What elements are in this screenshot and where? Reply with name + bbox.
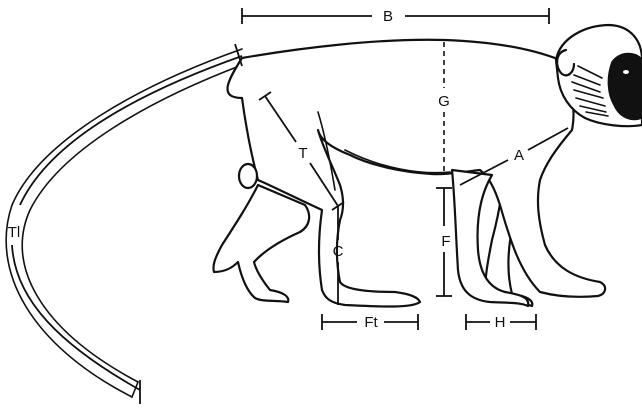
label-B: B xyxy=(383,8,393,25)
label-Tl: Tl xyxy=(8,224,21,241)
label-A: A xyxy=(514,147,524,164)
measure-H: H xyxy=(466,314,536,331)
far-hind-leg xyxy=(213,185,309,302)
label-Ft: Ft xyxy=(364,314,378,331)
monkey-body xyxy=(228,40,606,307)
measure-F: F xyxy=(436,188,452,296)
label-H: H xyxy=(495,314,506,331)
label-T: T xyxy=(298,145,307,162)
measure-B: B xyxy=(242,8,549,25)
measure-Tl: Tl xyxy=(8,44,242,404)
tail xyxy=(6,49,242,397)
label-F: F xyxy=(441,233,450,250)
label-G: G xyxy=(438,93,450,110)
label-C: C xyxy=(333,243,344,260)
eye xyxy=(623,70,629,74)
scrotum xyxy=(239,164,257,188)
measure-Ft: Ft xyxy=(322,314,418,331)
